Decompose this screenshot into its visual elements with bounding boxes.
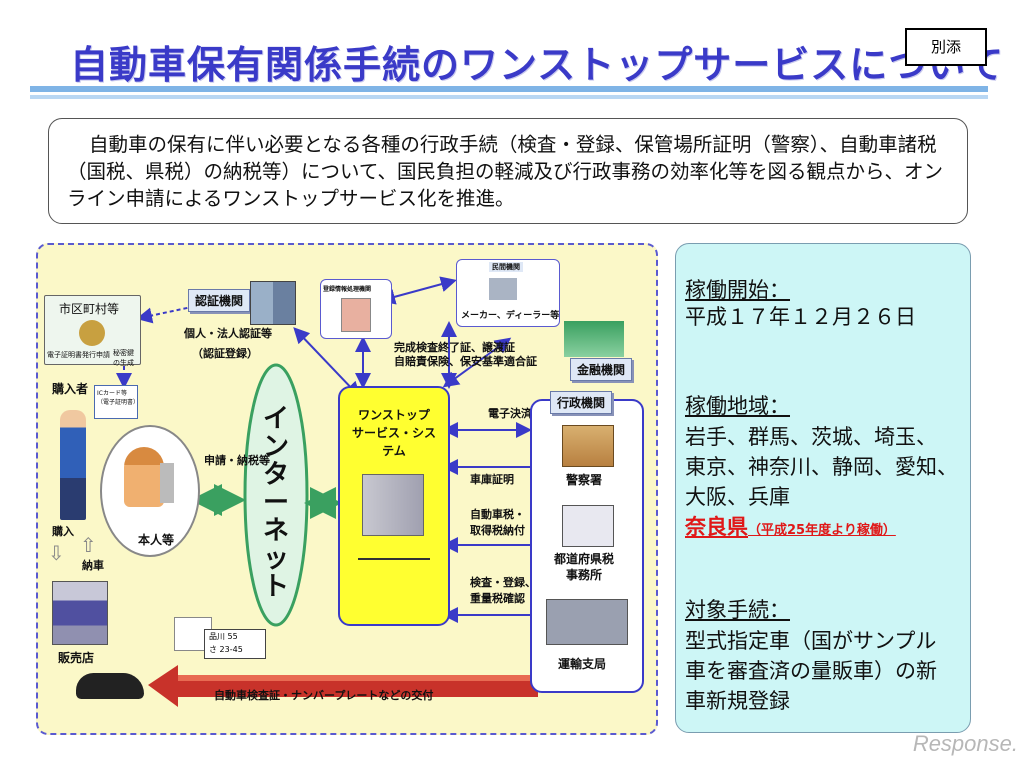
car-tax-label: 自動車税・ 取得税納付: [470, 508, 525, 537]
plate-line-1: 品川 55: [209, 632, 238, 641]
one-stop-system-box: ワンストップ サービス・システム: [338, 386, 450, 626]
plate-line-2: さ 23-45: [209, 645, 243, 654]
auth-detail-label: 個人・法人認証等: [184, 327, 272, 340]
secret-key-label: 秘密鍵の生成: [113, 349, 134, 367]
diagram-arrows: [116, 276, 547, 707]
ic-card-icon: ICカード等（電子証明書）: [94, 385, 139, 419]
transport-label: 運輸支局: [558, 657, 607, 671]
municipality-box: 市区町村等 電子証明書発行申請 秘密鍵の生成: [44, 295, 141, 367]
arrow-down-icon: ⇩: [48, 541, 65, 565]
reg-org-box: 登録情報処理機関: [320, 279, 392, 339]
area-heading: 稼働地域：: [685, 394, 790, 418]
delivery-arrow-label: 自動車検査証・ナンバープレートなどの交付: [214, 689, 434, 702]
gov-org-tag: 行政機関: [550, 391, 613, 414]
finance-tag: 金融機関: [570, 358, 633, 381]
intro-box: 自動車の保有に伴い必要となる各種の行政手続（検査・登録、保管場所証明（警察）、自…: [48, 118, 968, 224]
flow-diagram: 市区町村等 電子証明書発行申請 秘密鍵の生成 購入者 ICカード等（電子証明書）…: [36, 243, 658, 735]
maker-label: メーカー、ディーラー等: [461, 311, 560, 321]
municipality-label: 市区町村等: [59, 302, 120, 316]
inspection-label: 検査・登録、 重量税確認: [470, 576, 536, 605]
attachment-badge: 別添: [905, 28, 987, 66]
network-icon: [358, 558, 430, 606]
dealer-label: 販売店: [58, 651, 95, 665]
server-icon: [362, 474, 424, 536]
one-stop-label: ワンストップ サービス・システム: [351, 408, 436, 458]
person-at-pc-icon: [124, 447, 164, 507]
title-underline: [30, 86, 988, 92]
seal-icon: [79, 320, 105, 346]
tax-office-building-icon: [562, 505, 614, 547]
auth-org-tag: 認証機関: [188, 289, 251, 312]
monitor-icon: [160, 463, 174, 503]
cert-issue-label: 電子証明書発行申請: [47, 351, 110, 359]
factory-icon: [489, 278, 517, 300]
e-payment-label: 電子決済: [488, 407, 532, 420]
private-org-box: 民間機関 メーカー、ディーラー等: [456, 259, 560, 327]
police-building-icon: [562, 425, 614, 467]
start-heading: 稼働開始：: [685, 278, 790, 302]
transport-office-icon: [546, 599, 628, 645]
license-plate: 品川 55 さ 23-45: [204, 629, 266, 659]
car-icon: [76, 673, 144, 699]
page-title: 自動車保有関係手続のワンストップサービスについて: [70, 43, 1005, 87]
intro-text: 自動車の保有に伴い必要となる各種の行政手続（検査・登録、保管場所証明（警察）、自…: [67, 133, 943, 210]
nara-label: 奈良県: [685, 515, 748, 539]
self-label: 本人等: [138, 533, 175, 547]
info-panel: 稼働開始： 平成１７年１２月２６日 稼働地域： 岩手、群馬、茨城、埼玉、 東京、…: [675, 243, 971, 733]
private-info-label: 完成検査終了証、譲渡証 自賠責保険、保安基準適合証: [394, 341, 537, 368]
proc-line-2: 車を審査済の量販車）の新: [685, 659, 937, 683]
internet-label: インターネット: [262, 404, 289, 602]
proc-line-1: 型式指定車（国がサンプル: [685, 629, 937, 653]
nara-line: 奈良県（平成25年度より稼働）: [685, 512, 896, 546]
self-circle: 本人等: [100, 425, 200, 557]
start-value: 平成１７年１２月２６日: [685, 305, 916, 329]
police-label: 警察署: [566, 473, 603, 487]
buyer-label: 購入者: [52, 382, 89, 396]
nara-note: （平成25年度より稼働）: [748, 523, 896, 538]
proc-line-3: 車新規登録: [685, 689, 790, 713]
proc-heading: 対象手続：: [685, 598, 790, 622]
title-underline-light: [30, 95, 988, 99]
gov-org-box: 行政機関 警察署 都道府県税 事務所 運輸支局: [530, 391, 644, 693]
area-line-1: 岩手、群馬、茨城、埼玉、: [685, 425, 937, 449]
dealer-building-icon: [52, 581, 108, 645]
delivery-label: 納車: [82, 559, 104, 572]
chart-icon: [564, 321, 624, 357]
auth-reg-label: （認証登録）: [192, 347, 258, 360]
pref-tax-label: 都道府県税 事務所: [554, 552, 615, 582]
office-building-icon: [250, 281, 296, 325]
reg-building-icon: [341, 298, 371, 332]
purchase-label: 購入: [52, 525, 74, 538]
garage-cert-label: 車庫証明: [470, 473, 514, 486]
watermark-logo: Response.: [912, 731, 1018, 756]
buyer-figure-icon: [60, 410, 86, 520]
area-line-3: 大阪、兵庫: [685, 485, 790, 509]
area-line-2: 東京、神奈川、静岡、愛知、: [685, 455, 958, 479]
apply-label: 申請・納税等: [204, 454, 270, 467]
arrow-up-icon: ⇧: [80, 533, 97, 557]
